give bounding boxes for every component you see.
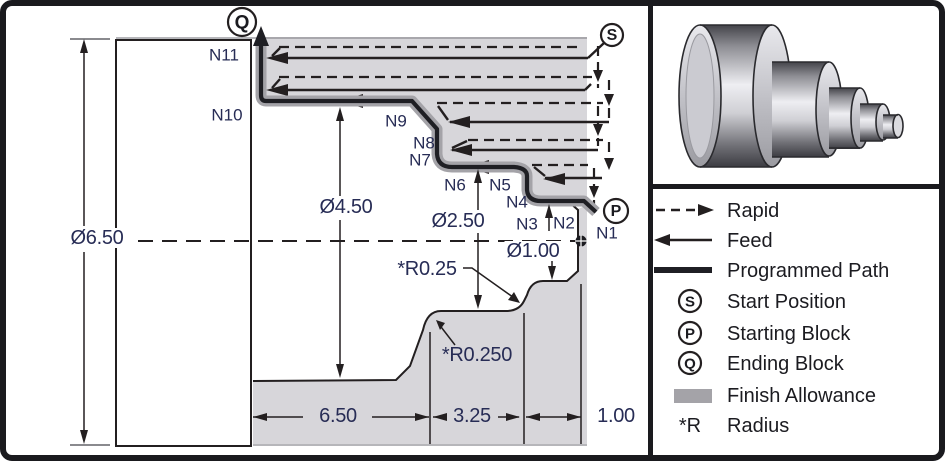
ending-block-circle (226, 6, 258, 38)
path-end-arrow (253, 26, 269, 46)
block-label-n2: N2 (553, 213, 575, 233)
starting-block-marker: P (610, 203, 622, 220)
legend-item-ending-block: Ending Block (727, 353, 844, 375)
legend-start-letter: S (684, 293, 696, 311)
legend-feed-arrow-icon (654, 234, 670, 246)
block-label-n6: N6 (444, 175, 466, 195)
legend-item-radius: Radius (727, 415, 790, 437)
block-label-n1: N1 (596, 223, 618, 243)
ending-block-marker: Q (234, 12, 250, 34)
panel-divider-horizontal (648, 184, 941, 189)
dim-diameter-1-00: Ø1.00 (504, 240, 562, 262)
rapid-down-arrows (589, 70, 614, 198)
feed-lines (271, 42, 609, 180)
dimension-ticks (70, 38, 110, 446)
block-label-n4: N4 (506, 192, 528, 212)
dimension-arrowheads (80, 39, 581, 444)
start-position-circle (599, 22, 625, 48)
dim-diameter-6-50: Ø6.50 (68, 227, 126, 249)
dim-length-3-25: 3.25 (453, 405, 491, 427)
block-label-n3: N3 (516, 214, 538, 234)
programmed-path (255, 42, 600, 217)
dim-length-6-50: 6.50 (319, 405, 357, 427)
dim-diameter-4-50: Ø4.50 (317, 196, 375, 218)
legend-endblock-letter: Q (684, 355, 696, 373)
part-outline (115, 39, 579, 447)
block-label-n7: N7 (409, 150, 431, 170)
legend-start-circle-icon (677, 288, 703, 314)
block-label-n9: N9 (385, 111, 407, 131)
legend-finish-allowance-swatch (674, 389, 712, 403)
block-label-n10: N10 (211, 105, 243, 125)
dim-radius-0-250: *R0.250 (441, 344, 513, 366)
legend-rapid-arrow-icon (698, 204, 714, 216)
rapid-lines (279, 45, 611, 205)
legend-item-start-position: Start Position (727, 291, 846, 313)
dim-radius-0-25: *R0.25 (397, 258, 457, 280)
legend-startblock-letter: P (684, 325, 696, 343)
part-3d-render (678, 24, 904, 168)
dim-diameter-2-50: Ø2.50 (429, 210, 487, 232)
start-point-dot (575, 235, 587, 247)
legend-item-starting-block: Starting Block (727, 323, 851, 345)
block-label-n5: N5 (489, 175, 511, 195)
block-label-n8: N8 (413, 133, 435, 153)
stock-region-lower (253, 205, 587, 444)
start-position-marker: S (606, 27, 618, 44)
legend-item-finish-allowance: Finish Allowance (727, 385, 876, 407)
stock-outline (116, 37, 587, 446)
panel-divider-vertical (648, 4, 653, 457)
marker-circles (226, 6, 630, 225)
legend-endblock-circle-icon (677, 350, 703, 376)
legend-radius-symbol: *R (678, 415, 702, 437)
legend-item-rapid: Rapid (727, 200, 780, 222)
legend-item-programmed-path: Programmed Path (727, 260, 890, 282)
legend-symbols (654, 204, 714, 403)
block-label-n11: N11 (209, 45, 239, 65)
dim-length-1-00: 1.00 (597, 405, 635, 427)
starting-block-circle (602, 197, 630, 225)
legend-item-feed: Feed (727, 230, 773, 252)
legend-startblock-circle-icon (677, 320, 703, 346)
